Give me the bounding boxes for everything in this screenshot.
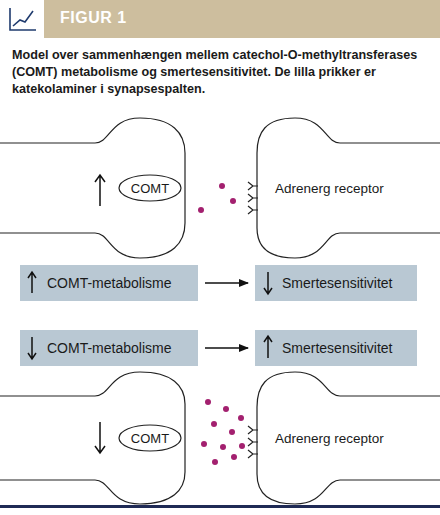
catecholamine-dot xyxy=(219,183,225,189)
icon-background xyxy=(0,0,44,38)
enzyme-ellipse: COMT xyxy=(118,174,182,202)
cell-outline xyxy=(257,118,440,258)
chart-icon-axes xyxy=(10,8,36,30)
receptor-site xyxy=(248,426,258,434)
up-arrow xyxy=(264,336,272,358)
catecholamine-dots xyxy=(198,183,245,465)
catecholamine-dot xyxy=(220,444,226,450)
node-label: COMT xyxy=(131,181,169,196)
figure-title: FIGUR 1 xyxy=(60,9,127,27)
node-label: COMT xyxy=(131,431,169,446)
catecholamine-dot xyxy=(201,441,207,447)
catecholamine-dot xyxy=(230,198,236,204)
node-label: Smertesensitivitet xyxy=(282,340,392,356)
flow-arrow xyxy=(205,347,248,349)
figure-caption: Model over sammenhængen mellem catechol-… xyxy=(12,47,428,98)
ellipse-outline xyxy=(119,175,181,201)
catecholamine-dot xyxy=(211,421,217,427)
receptor-site xyxy=(248,206,258,214)
direction-arrows xyxy=(28,175,272,453)
catecholamine-dot xyxy=(198,207,204,213)
node-label: COMT-metabolisme xyxy=(47,340,171,356)
down-arrow xyxy=(264,272,272,294)
ellipse-outline xyxy=(119,425,181,451)
receptor-site xyxy=(248,438,258,446)
receptor-cell: Adrenerg receptor xyxy=(257,118,440,258)
catecholamine-dot xyxy=(229,429,235,435)
up-arrow xyxy=(28,272,36,293)
receptor-site xyxy=(248,182,258,190)
header-band xyxy=(0,0,440,38)
effect-box: COMT-metabolisme xyxy=(20,330,198,366)
receptor-site xyxy=(248,450,258,458)
effect-box: COMT-metabolisme xyxy=(20,265,198,301)
effect-box: Smertesensitivitet xyxy=(255,265,417,301)
cell-outline xyxy=(257,372,440,504)
catecholamine-dot xyxy=(205,399,211,405)
catecholamine-dot xyxy=(239,443,245,449)
node-label: Adrenerg receptor xyxy=(275,431,384,446)
down-arrow xyxy=(95,422,105,453)
presynaptic-terminal xyxy=(0,118,185,258)
catecholamine-dot xyxy=(231,454,237,460)
receptor-sites xyxy=(248,182,258,458)
node-label: Smertesensitivitet xyxy=(282,275,392,291)
receptor-site xyxy=(248,194,258,202)
node-label: Adrenerg receptor xyxy=(275,181,384,196)
catecholamine-dot xyxy=(238,415,244,421)
node-label: COMT-metabolisme xyxy=(47,275,171,291)
flow-arrow xyxy=(205,282,248,284)
catecholamine-dot xyxy=(223,406,229,412)
presynaptic-terminal xyxy=(0,372,185,504)
down-arrow xyxy=(28,337,36,359)
chart-icon-line xyxy=(13,11,33,26)
enzyme-ellipse: COMT xyxy=(118,424,182,452)
catecholamine-dot xyxy=(212,459,218,465)
effect-box: Smertesensitivitet xyxy=(255,330,417,366)
bottom-rule xyxy=(0,505,440,508)
up-arrow xyxy=(95,175,105,206)
receptor-cell: Adrenerg receptor xyxy=(257,372,440,504)
